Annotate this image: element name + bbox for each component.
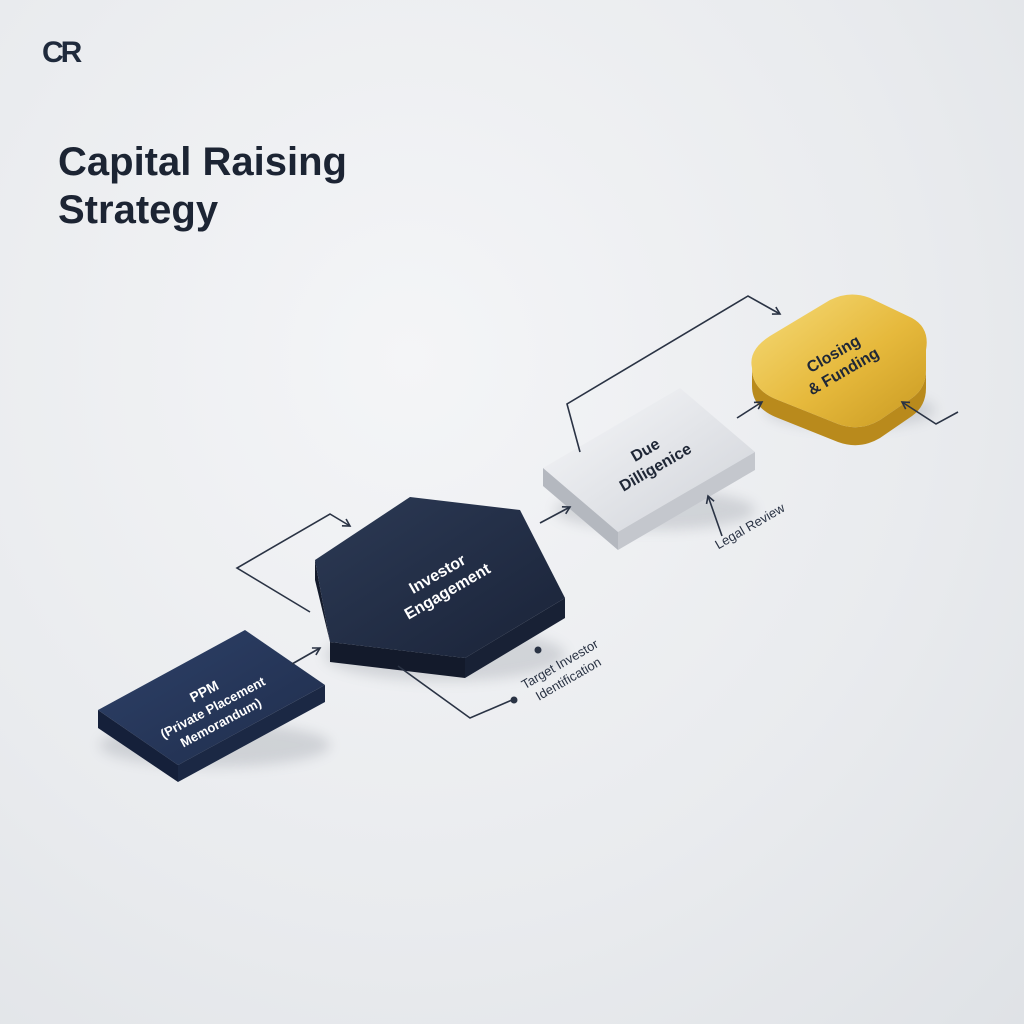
target-identification-dot-lower <box>510 696 518 704</box>
arrow-into-closing-right <box>900 401 959 425</box>
node-investor-engagement: Investor Engagement <box>315 497 565 678</box>
arrow-diligence-to-closing <box>736 401 764 419</box>
target-identification-dot-upper <box>534 646 542 654</box>
arrow-investor-to-diligence <box>539 505 572 524</box>
line-target-identification <box>397 665 513 719</box>
node-due-diligence: Due Dilligenice <box>543 388 755 550</box>
node-ppm: PPM (Private Placement Memorandum) <box>98 630 325 782</box>
node-closing-funding: Closing & Funding <box>751 294 927 446</box>
arrow-legal-review <box>705 494 723 537</box>
arrow-loop-to-investor <box>235 513 352 613</box>
connectors <box>235 295 959 719</box>
title-line-1: Capital Raising <box>58 140 347 184</box>
page-title: Capital Raising Strategy <box>58 138 347 234</box>
arrow-loop-to-closing <box>566 295 782 453</box>
logo: CR <box>42 36 82 69</box>
arrow-ppm-to-investor <box>291 647 322 665</box>
title-line-2: Strategy <box>58 188 219 232</box>
